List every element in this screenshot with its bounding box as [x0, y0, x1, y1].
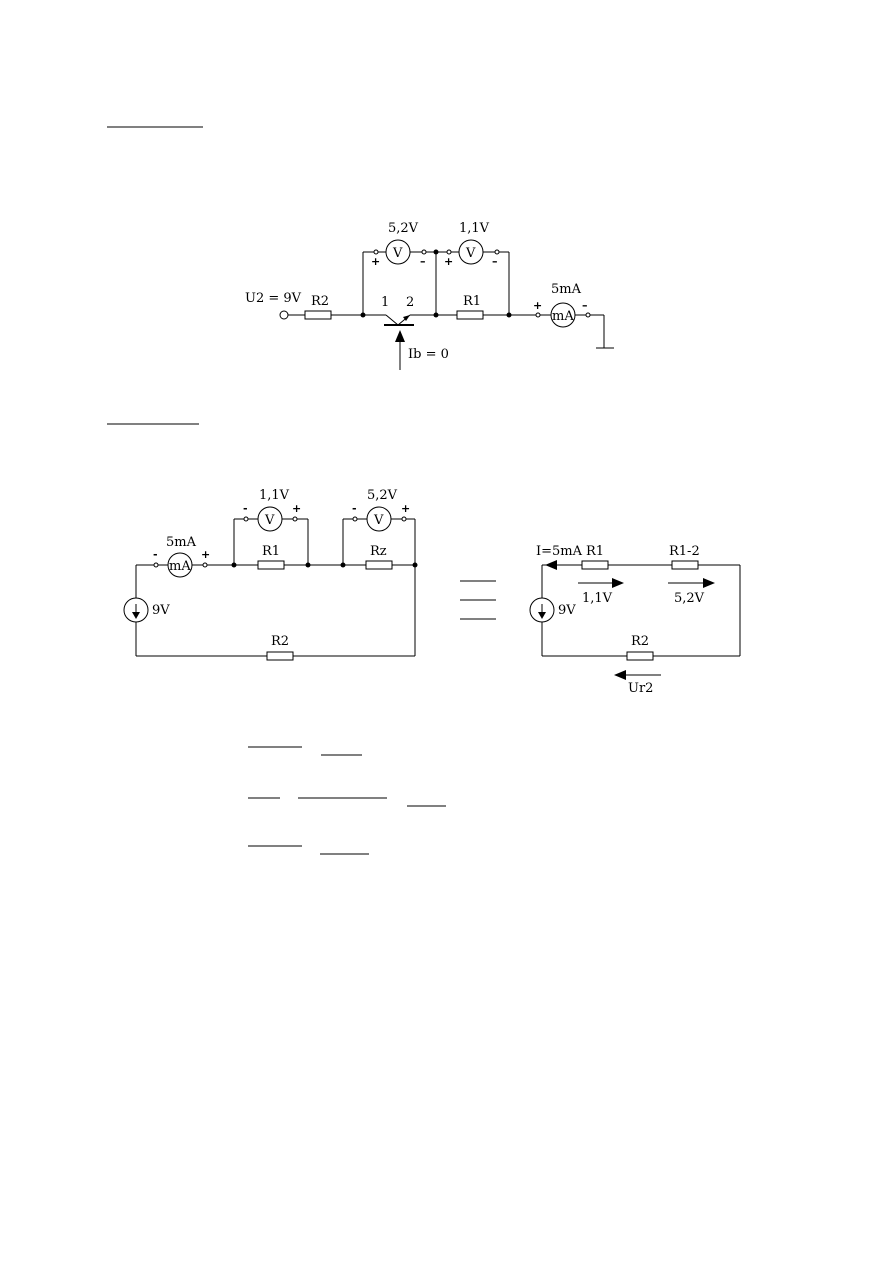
- voltage-arrow-r2: [614, 670, 626, 680]
- ur2-label: Ur2: [628, 681, 653, 696]
- voltmeter-b-reading: 5,2V: [367, 488, 398, 503]
- voltmeter-a-minus: -: [243, 502, 248, 515]
- base-current-arrow: [395, 330, 405, 342]
- base-current-label: Ib = 0: [408, 347, 449, 362]
- voltmeter-a-symbol: V: [392, 246, 403, 261]
- ammeter-minus: –: [582, 299, 588, 312]
- rz-label: Rz: [370, 544, 387, 559]
- current-label: I=5mA: [536, 544, 583, 559]
- voltmeter-b-symbol: V: [373, 513, 384, 528]
- r1-2-label: R1-2: [669, 544, 700, 559]
- voltmeter-a-minus: –: [420, 255, 426, 268]
- source-label: U2 = 9V: [245, 291, 302, 306]
- circuit-3: I=5mA R1 R1-2 R2 9V 1,1V 5,2V Ur2: [529, 544, 741, 696]
- r1-label: R1: [586, 544, 604, 559]
- equivalence-sign: [460, 580, 496, 620]
- voltmeter-b-minus: -: [352, 502, 357, 515]
- ammeter-symbol: mA: [552, 309, 574, 324]
- resistor-r2: [626, 651, 654, 661]
- voltmeter-b-minus: –: [492, 255, 498, 268]
- resistor-rz: [365, 560, 393, 570]
- source-terminal: [279, 310, 289, 320]
- voltmeter-a-reading: 1,1V: [259, 488, 290, 503]
- ammeter-reading: 5mA: [551, 282, 582, 297]
- transistor-symbol: [363, 314, 436, 326]
- resistor-r1: [456, 310, 484, 320]
- r1-label: R1: [463, 294, 481, 309]
- circuit-1: V V mA 5,2V 1,1V 5mA U2 = 9V R2 R1 1 2 I…: [245, 221, 614, 370]
- r2-label: R2: [271, 634, 289, 649]
- ammeter-reading: 5mA: [166, 535, 197, 550]
- voltmeter-a-symbol: V: [264, 513, 275, 528]
- voltmeter-b-symbol: V: [465, 246, 476, 261]
- circuit-2: mA V V 5mA 1,1V 5,2V R1 Rz R2 9V - + - +…: [123, 488, 418, 661]
- equation-fraction-bars: [248, 746, 446, 855]
- voltmeter-b-plus: +: [401, 502, 410, 515]
- voltmeter-a-reading: 5,2V: [388, 221, 419, 236]
- r2-label: R2: [311, 294, 329, 309]
- ammeter-symbol: mA: [169, 559, 191, 574]
- u1-label: 1,1V: [582, 591, 613, 606]
- resistor-r2: [266, 651, 294, 661]
- voltmeter-b-reading: 1,1V: [459, 221, 490, 236]
- resistor-r2: [304, 310, 332, 320]
- pin-2-label: 2: [406, 295, 414, 310]
- source-label: 9V: [558, 603, 576, 618]
- voltmeter-b-plus: +: [444, 255, 453, 268]
- current-arrow: [545, 560, 557, 570]
- voltmeter-a-plus: +: [371, 255, 380, 268]
- ammeter-plus: +: [201, 548, 210, 561]
- r1-label: R1: [262, 544, 280, 559]
- resistor-r1: [257, 560, 285, 570]
- r2-label: R2: [631, 634, 649, 649]
- pin-1-label: 1: [381, 295, 389, 310]
- ammeter-minus: -: [153, 548, 158, 561]
- voltmeter-a-plus: +: [292, 502, 301, 515]
- ammeter-plus: +: [533, 299, 542, 312]
- voltage-arrow-r1: [612, 578, 624, 588]
- source-label: 9V: [152, 603, 170, 618]
- u2-label: 5,2V: [674, 591, 705, 606]
- resistor-r1: [581, 560, 609, 570]
- voltage-arrow-r12: [703, 578, 715, 588]
- resistor-r1-2: [671, 560, 699, 570]
